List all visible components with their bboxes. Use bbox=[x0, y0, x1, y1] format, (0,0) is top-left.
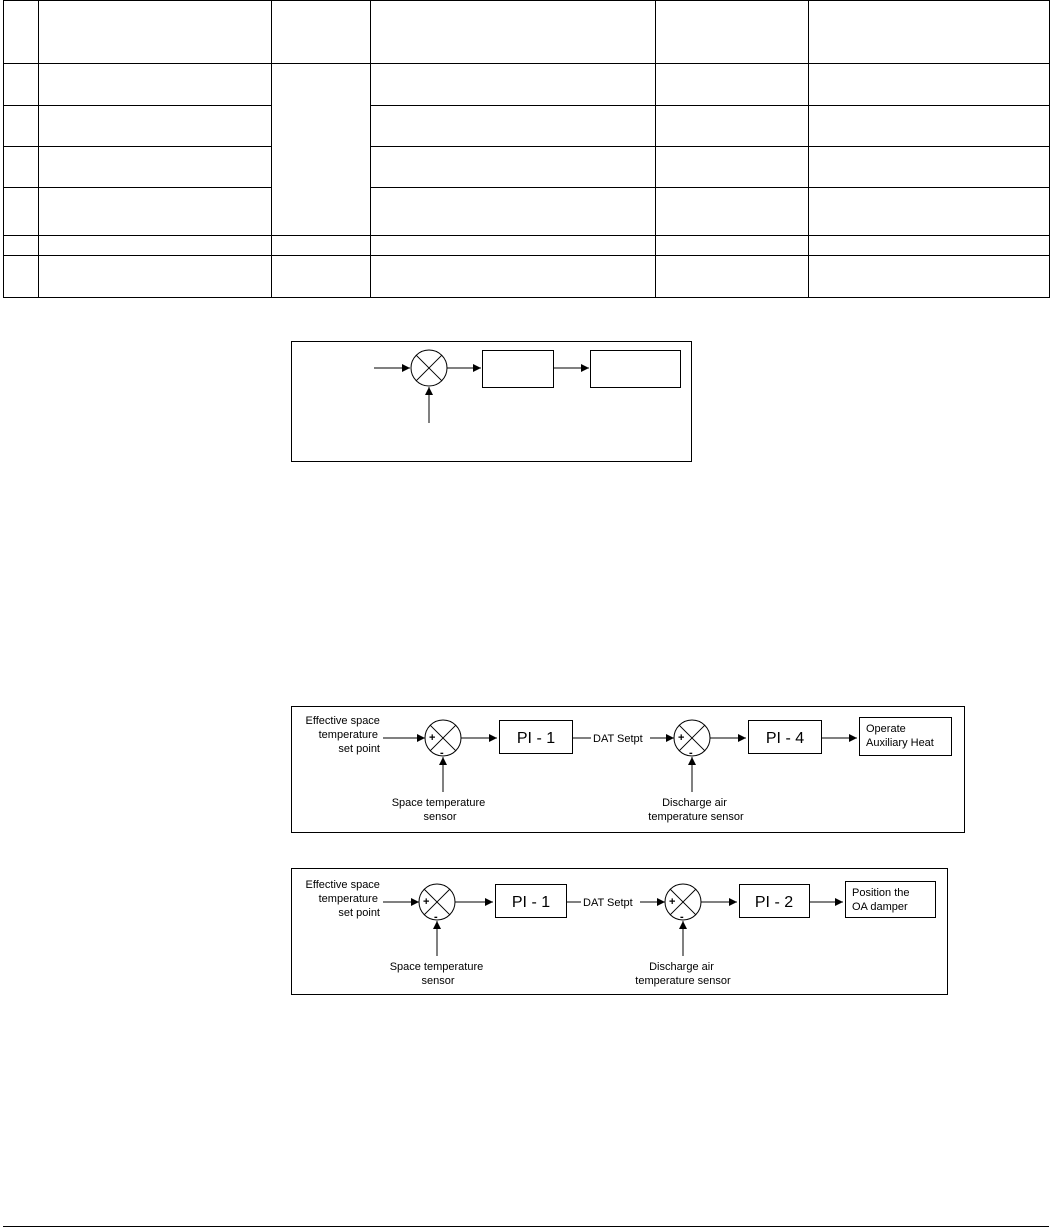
table-cell bbox=[3, 255, 39, 298]
aux-heat-diagram-frame bbox=[291, 706, 965, 833]
footer-rule bbox=[3, 1226, 1049, 1227]
table-row bbox=[3, 235, 1050, 256]
dat-setpoint-label: DAT Setpt bbox=[583, 897, 633, 909]
discharge-air-summing-junction: + - bbox=[664, 883, 702, 923]
space-temp-summing-junction: + - bbox=[418, 883, 456, 923]
operate-aux-heat-label: Operate Auxiliary Heat bbox=[866, 723, 934, 749]
table-cell bbox=[370, 187, 656, 236]
pi-1-label: PI - 1 bbox=[517, 730, 555, 747]
oa-damper-control-diagram: Effective space temperature set point + … bbox=[291, 868, 948, 995]
plus-sign: + bbox=[678, 732, 684, 744]
setpoint-input-label: Effective space temperature set point bbox=[306, 879, 383, 919]
table-cell bbox=[38, 63, 272, 106]
generic-summing-junction bbox=[410, 349, 448, 387]
table-merged-cell bbox=[271, 63, 371, 236]
position-oa-damper-label: Position the OA damper bbox=[852, 887, 913, 913]
dat-setpoint-label: DAT Setpt bbox=[593, 733, 643, 745]
table-cell bbox=[271, 255, 371, 298]
minus-sign: - bbox=[689, 747, 693, 759]
table-row bbox=[3, 255, 1050, 298]
generic-loop-frame bbox=[291, 341, 692, 462]
discharge-air-sensor-label: Discharge air temperature sensor bbox=[635, 961, 731, 987]
oa-damper-diagram-frame bbox=[291, 868, 948, 995]
table-cell bbox=[655, 105, 809, 147]
table-cell bbox=[655, 255, 809, 298]
table-cell bbox=[808, 255, 1050, 298]
parameter-table bbox=[3, 0, 1050, 298]
discharge-air-summing-junction: + - bbox=[673, 719, 711, 759]
space-temperature-sensor-label: Space temperature sensor bbox=[392, 797, 489, 823]
table-header-cell bbox=[3, 0, 39, 64]
minus-sign: - bbox=[680, 911, 684, 923]
pi-2-label: PI - 2 bbox=[755, 894, 793, 911]
pi-4-label: PI - 4 bbox=[766, 730, 804, 747]
table-header-cell bbox=[808, 0, 1050, 64]
pi-1-block bbox=[495, 884, 567, 918]
generic-controller-block bbox=[482, 350, 554, 388]
table-cell bbox=[655, 187, 809, 236]
minus-sign: - bbox=[434, 911, 438, 923]
discharge-air-sensor-label: Discharge air temperature sensor bbox=[648, 797, 744, 823]
plus-sign: + bbox=[429, 732, 435, 744]
table-cell bbox=[38, 255, 272, 298]
minus-sign: - bbox=[440, 747, 444, 759]
table-row bbox=[3, 63, 1050, 236]
generic-control-loop bbox=[291, 341, 692, 462]
table-cell bbox=[655, 63, 809, 106]
table-cell bbox=[38, 146, 272, 188]
plus-sign: + bbox=[423, 896, 429, 908]
operate-aux-heat-box bbox=[859, 717, 952, 756]
pi-4-block bbox=[748, 720, 822, 754]
table-cell bbox=[808, 63, 1050, 106]
pi-2-block bbox=[739, 884, 810, 918]
position-oa-damper-box bbox=[845, 881, 936, 918]
setpoint-input-label: Effective space temperature set point bbox=[306, 715, 383, 755]
table-row bbox=[3, 187, 1050, 236]
pi-1-block bbox=[499, 720, 573, 754]
space-temp-summing-junction: + - bbox=[424, 719, 462, 759]
table-cell bbox=[370, 105, 656, 147]
table-cell bbox=[38, 105, 272, 147]
generic-output-block bbox=[590, 350, 681, 388]
plus-sign: + bbox=[669, 896, 675, 908]
table-header-cell bbox=[271, 0, 371, 64]
table-cell bbox=[3, 105, 39, 147]
pi-1-label: PI - 1 bbox=[512, 894, 550, 911]
aux-heat-control-diagram: Effective space temperature set point + … bbox=[291, 706, 965, 833]
space-temperature-sensor-label: Space temperature sensor bbox=[390, 961, 487, 987]
